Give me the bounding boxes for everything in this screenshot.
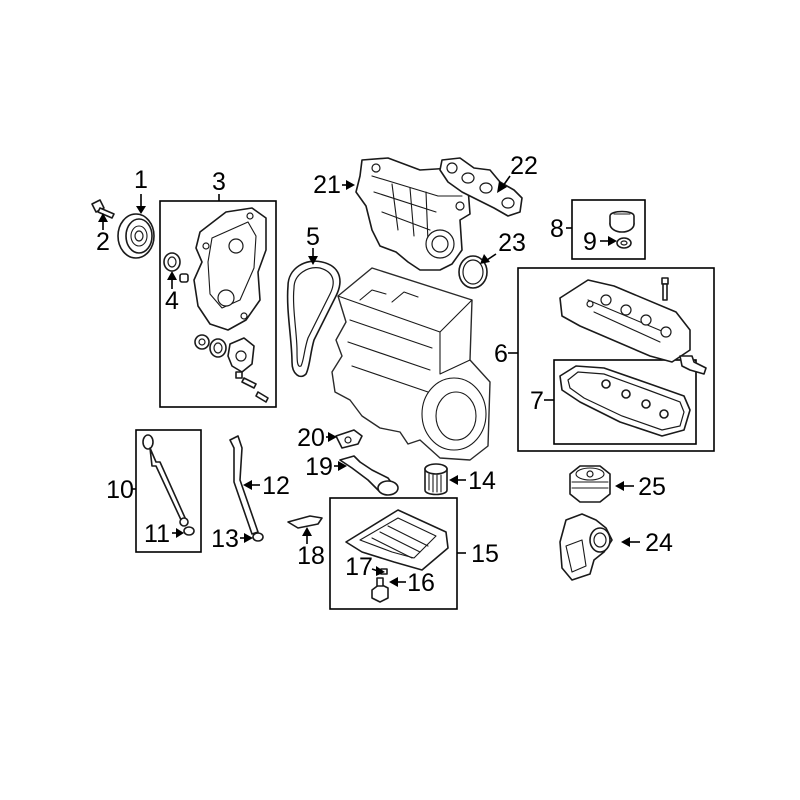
group-box-7 [553,359,697,445]
engine-block [331,267,491,461]
oil-pump-gear [194,334,210,350]
callout-22: 22 [510,152,538,180]
dipstick-tube-o-ring [252,532,264,542]
callout-16: 16 [407,569,435,597]
oil-filler-seal [616,237,632,249]
manifold-gasket [439,157,523,217]
pulley-bolt [91,199,115,219]
dipstick-tube [229,435,259,535]
throttle-gasket-ring [458,255,488,289]
callout-14: 14 [468,467,496,495]
callout-21: 21 [313,171,341,199]
valve-cover-bolt [661,277,669,301]
dipstick [142,434,187,523]
callout-25: 25 [638,473,666,501]
callout-19: 19 [305,453,333,481]
callout-8: 8 [550,215,564,243]
intake-manifold [355,157,471,271]
callout-6: 6 [494,340,508,368]
front-seal [163,252,181,272]
drain-plug [371,577,389,603]
oil-filter [424,463,448,496]
oil-pump-seal [209,338,227,358]
cover-bolts [235,371,269,403]
callout-7: 7 [530,387,544,415]
crank-pulley [117,213,155,259]
callout-24: 24 [645,529,673,557]
group-box-3 [159,200,277,408]
callout-3: 3 [212,168,226,196]
dowel [179,273,189,283]
pickup-gasket [335,429,363,449]
oil-pan [345,509,449,571]
callout-11: 11 [144,520,170,548]
callout-13: 13 [211,525,239,553]
timing-tensioner [227,337,255,373]
dipstick-o-ring [179,517,195,536]
callout-2: 2 [96,228,110,256]
callout-9: 9 [583,228,597,256]
timing-chain [286,260,341,378]
callout-4: 4 [165,287,179,315]
valve-cover-gasket [559,365,691,437]
callout-5: 5 [306,223,320,251]
callout-17: 17 [345,553,373,581]
valve-cover [559,279,691,363]
pcv-valve [679,355,707,375]
oil-pickup [339,455,399,496]
callout-12: 12 [262,472,290,500]
throttle-body [559,513,613,581]
baffle-shield [287,515,323,529]
group-box-8 [571,199,646,260]
callout-20: 20 [297,424,325,452]
oil-cooler [569,465,611,503]
oil-filler-cap [609,210,635,233]
callout-labels: 1 2 3 4 5 6 7 8 9 10 11 12 13 14 15 16 1… [96,152,673,597]
callout-15: 15 [471,540,499,568]
timing-cover [193,207,267,331]
callout-18: 18 [297,542,325,570]
callout-23: 23 [498,229,526,257]
group-box-10 [135,429,202,553]
group-box-6 [517,267,715,452]
callout-10: 10 [106,476,134,504]
leader-lines [98,175,640,587]
callout-1: 1 [134,166,148,194]
